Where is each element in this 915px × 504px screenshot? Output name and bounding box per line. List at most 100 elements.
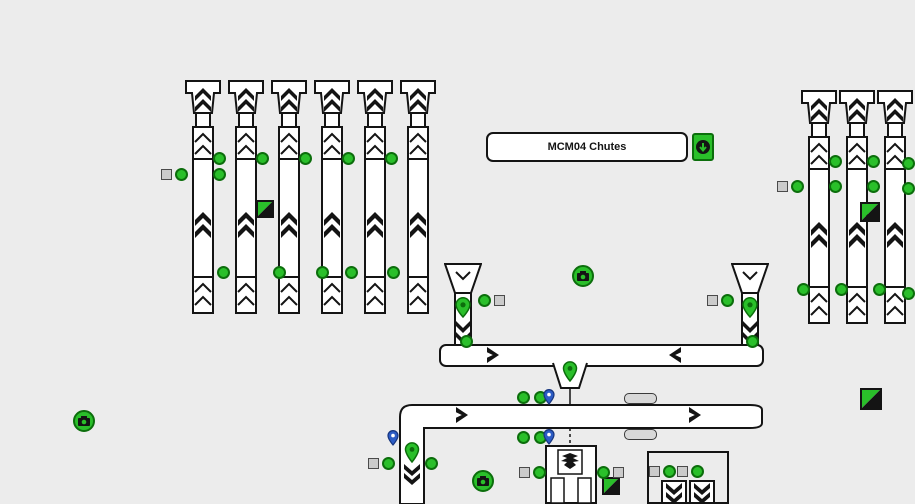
- tote-item-icon[interactable]: [860, 202, 880, 222]
- status-indicator[interactable]: [272, 265, 286, 279]
- chute-conveyor[interactable]: [228, 80, 264, 316]
- status-indicator[interactable]: [648, 464, 676, 478]
- chute-group-button[interactable]: [692, 133, 714, 161]
- status-indicator[interactable]: [477, 293, 505, 307]
- status-indicator[interactable]: [676, 464, 704, 478]
- chute-hopper: [801, 90, 837, 124]
- status-lamp: [901, 286, 915, 300]
- status-indicator[interactable]: [212, 151, 226, 165]
- status-lamp: [174, 167, 188, 181]
- unit-leg: [550, 477, 565, 504]
- destination-pin-icon[interactable]: [387, 430, 399, 446]
- status-indicator[interactable]: [596, 465, 624, 479]
- status-indicator[interactable]: [341, 151, 355, 165]
- status-lamp: [720, 293, 734, 307]
- location-pin-icon[interactable]: [404, 442, 420, 464]
- status-lamp: [255, 151, 269, 165]
- bottom-belt: [399, 404, 763, 504]
- status-indicator[interactable]: [901, 286, 915, 300]
- status-lamp: [828, 179, 842, 193]
- status-indicator[interactable]: [796, 282, 810, 296]
- destination-pin-icon[interactable]: [543, 429, 555, 445]
- infeed-funnel[interactable]: [443, 263, 483, 347]
- status-lamp: [381, 456, 395, 470]
- status-indicator[interactable]: [872, 282, 886, 296]
- group-title: MCM04 Chutes: [486, 132, 688, 162]
- unit-leg: [577, 477, 592, 504]
- status-lamp: [477, 293, 491, 307]
- status-indicator[interactable]: [315, 265, 329, 279]
- status-indicator[interactable]: [901, 181, 915, 195]
- chute-hopper: [357, 80, 393, 114]
- status-lamp: [384, 151, 398, 165]
- chute-conveyor[interactable]: [185, 80, 221, 316]
- chute-conveyor[interactable]: [271, 80, 307, 316]
- chute-hopper: [839, 90, 875, 124]
- status-lamp: [459, 334, 473, 348]
- up-chevron-outline-icon: [366, 282, 384, 306]
- sensor-box: [367, 457, 379, 469]
- chute-conveyor[interactable]: [839, 90, 875, 326]
- status-indicator[interactable]: [386, 265, 400, 279]
- status-lamp: [796, 282, 810, 296]
- up-chevron-outline-icon: [280, 282, 298, 306]
- status-indicator[interactable]: [212, 167, 226, 181]
- status-indicator[interactable]: [745, 334, 759, 348]
- status-indicator[interactable]: [516, 430, 530, 444]
- status-indicator[interactable]: [901, 156, 915, 170]
- down-chevron-outline-icon: [742, 271, 758, 281]
- tote-item-icon[interactable]: [256, 200, 274, 218]
- top-merge-belt: [439, 344, 764, 367]
- status-lamp: [690, 464, 704, 478]
- sensor-box: [160, 168, 172, 180]
- status-indicator[interactable]: [344, 265, 358, 279]
- status-indicator[interactable]: [866, 154, 880, 168]
- up-chevron-outline-icon: [409, 282, 427, 306]
- status-indicator[interactable]: [216, 265, 230, 279]
- status-indicator[interactable]: [516, 390, 530, 404]
- status-indicator[interactable]: [160, 167, 188, 181]
- up-chevron-icon: [367, 212, 383, 238]
- status-indicator[interactable]: [424, 456, 438, 470]
- chute-conveyor[interactable]: [357, 80, 393, 316]
- status-indicator[interactable]: [776, 179, 804, 193]
- down-chevron-icon: [403, 463, 421, 485]
- camera-icon[interactable]: [72, 409, 96, 433]
- status-indicator[interactable]: [384, 151, 398, 165]
- sensor-box: [493, 294, 505, 306]
- flow-arrow-icon: [688, 406, 702, 424]
- tote-item-icon[interactable]: [602, 477, 620, 495]
- status-indicator[interactable]: [518, 465, 546, 479]
- status-indicator[interactable]: [866, 179, 880, 193]
- destination-pin-icon[interactable]: [543, 389, 555, 405]
- status-indicator[interactable]: [367, 456, 395, 470]
- sorter-outline: [647, 451, 729, 504]
- status-indicator[interactable]: [834, 282, 848, 296]
- chute-conveyor[interactable]: [314, 80, 350, 316]
- up-chevron-icon: [367, 88, 383, 112]
- up-chevron-icon: [887, 222, 903, 248]
- transfer-plate: [624, 393, 657, 404]
- camera-icon[interactable]: [571, 264, 595, 288]
- status-indicator[interactable]: [828, 179, 842, 193]
- status-lamp: [872, 282, 886, 296]
- up-chevron-icon: [281, 88, 297, 112]
- tote-item-icon[interactable]: [860, 388, 882, 410]
- status-indicator[interactable]: [459, 334, 473, 348]
- chute-conveyor[interactable]: [801, 90, 837, 326]
- up-chevron-icon: [410, 88, 426, 112]
- up-chevron-icon: [887, 98, 903, 122]
- up-chevron-outline-icon: [323, 282, 341, 306]
- chute-conveyor[interactable]: [400, 80, 436, 316]
- sensor-box: [648, 465, 660, 477]
- status-indicator[interactable]: [255, 151, 269, 165]
- location-pin-icon[interactable]: [562, 361, 578, 383]
- status-lamp: [212, 167, 226, 181]
- status-indicator[interactable]: [828, 154, 842, 168]
- status-indicator[interactable]: [706, 293, 734, 307]
- chute-conveyor[interactable]: [877, 90, 913, 326]
- flow-arrow-icon: [455, 406, 469, 424]
- status-indicator[interactable]: [298, 151, 312, 165]
- camera-icon[interactable]: [471, 469, 495, 493]
- status-lamp: [386, 265, 400, 279]
